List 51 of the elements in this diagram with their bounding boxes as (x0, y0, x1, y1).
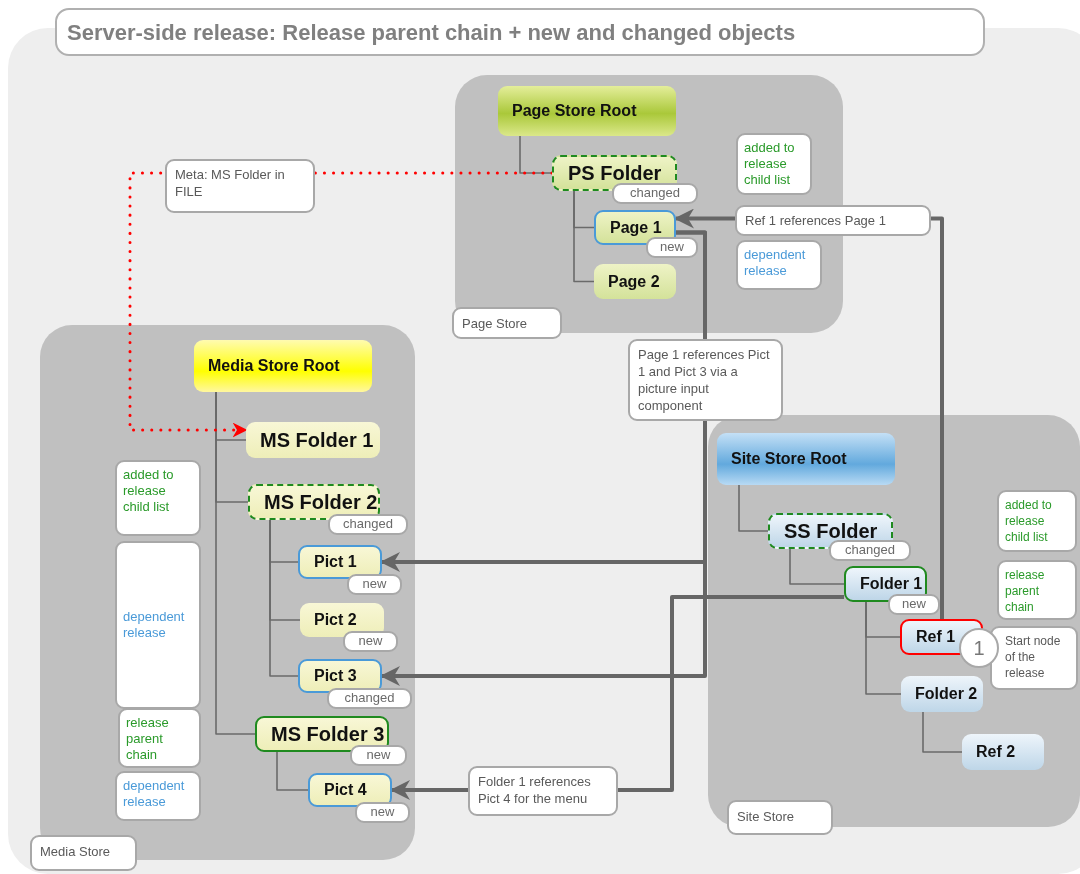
folder-box: MS Folder 2 (248, 484, 380, 520)
note-box: release parent chain (118, 708, 201, 768)
picture-box: Pict 2 (300, 603, 384, 637)
edge-label: Page 1 references Pict 1 and Pict 3 via a picture input component (628, 339, 783, 421)
status-tag: new (343, 631, 398, 652)
note-box: Start node of the release (990, 626, 1078, 690)
diagram-title: Server-side release: Release parent chain + new and changed objects (55, 8, 985, 56)
status-tag: changed (327, 688, 412, 709)
note-box: added to release child list (997, 490, 1077, 552)
folder-box: Folder 1 (844, 566, 927, 602)
edge-label: Ref 1 references Page 1 (735, 205, 931, 236)
page-box: Page 1 (594, 210, 676, 245)
tree-line (276, 751, 309, 791)
edge-label: Folder 1 references Pict 4 for the menu (468, 766, 618, 816)
tree-line (269, 519, 299, 677)
status-tag: changed (328, 514, 408, 535)
arrow (380, 230, 707, 686)
reference-box: Ref 2 (962, 734, 1044, 770)
root-box: Media Store Root (194, 340, 372, 392)
status-tag: new (888, 594, 940, 615)
note-box: added to release child list (115, 460, 201, 536)
edge-label: Meta: MS Folder in FILE (165, 159, 315, 213)
note-box: dependent release (115, 541, 201, 709)
store-label: Page Store (452, 307, 562, 339)
tree-line (789, 548, 845, 585)
tree-line (573, 190, 595, 283)
tree-line (738, 484, 769, 532)
note-box: dependent release (736, 240, 822, 290)
tree-line (519, 135, 553, 174)
status-tag: new (347, 574, 402, 595)
root-box: Site Store Root (717, 433, 895, 485)
picture-box: Pict 1 (298, 545, 382, 579)
picture-box: Pict 3 (298, 659, 382, 693)
note-box: release parent chain (997, 560, 1077, 620)
status-tag: changed (612, 183, 698, 204)
folder-box: Folder 2 (901, 676, 983, 712)
note-box: added to release child list (736, 133, 812, 195)
status-tag: new (646, 237, 698, 258)
folder-box: MS Folder 1 (246, 422, 380, 458)
status-tag: new (350, 745, 407, 766)
root-box: Page Store Root (498, 86, 676, 136)
note-box: dependent release (115, 771, 201, 821)
status-tag: new (355, 802, 410, 823)
picture-box: Pict 4 (308, 773, 392, 807)
store-label: Media Store (30, 835, 137, 871)
page-box: Page 2 (594, 264, 676, 299)
tree-line (922, 711, 963, 753)
status-tag: changed (829, 540, 911, 561)
tree-line (865, 601, 902, 695)
store-label: Site Store (727, 800, 833, 835)
folder-box: MS Folder 3 (255, 716, 389, 752)
